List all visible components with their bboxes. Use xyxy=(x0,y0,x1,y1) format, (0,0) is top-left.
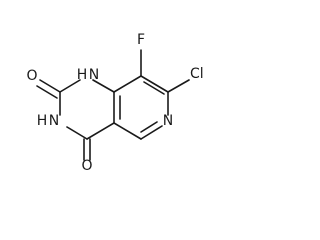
bond-n1-c2 xyxy=(59,79,81,93)
n1-hydrogen-label: H xyxy=(77,67,88,83)
bond-c4-c4a xyxy=(86,122,115,140)
ring-nitrogen-label: N xyxy=(163,113,173,129)
bond-c8a-n1 xyxy=(92,79,115,93)
bond-n6-c5 xyxy=(140,125,163,140)
o2-label: O xyxy=(26,68,37,84)
chlorine-label: Cl xyxy=(190,66,204,82)
fluorine-label: F xyxy=(137,32,145,48)
bond-c7-cl xyxy=(167,79,190,93)
bond-c8-c7-double xyxy=(143,81,165,95)
bond-layer xyxy=(36,49,190,161)
bond-c8a-c8 xyxy=(113,75,142,93)
bond-c2-o2 xyxy=(39,79,61,93)
molecule-structure-diagram: F Cl N H N H N O O xyxy=(26,32,203,174)
bond-c5-c4a xyxy=(113,122,142,140)
n3-label: N xyxy=(49,113,59,129)
n1-label: N xyxy=(89,67,99,83)
o4-label: O xyxy=(81,158,92,174)
bond-c8-c7 xyxy=(140,75,169,93)
atom-label-layer: F Cl N H N H N O O xyxy=(26,32,203,174)
bond-n6-c5-double xyxy=(140,121,158,133)
bond-c2-o2-double xyxy=(36,85,58,99)
bond-n3-c4 xyxy=(66,126,88,140)
n3-hydrogen-label: H xyxy=(37,113,48,129)
